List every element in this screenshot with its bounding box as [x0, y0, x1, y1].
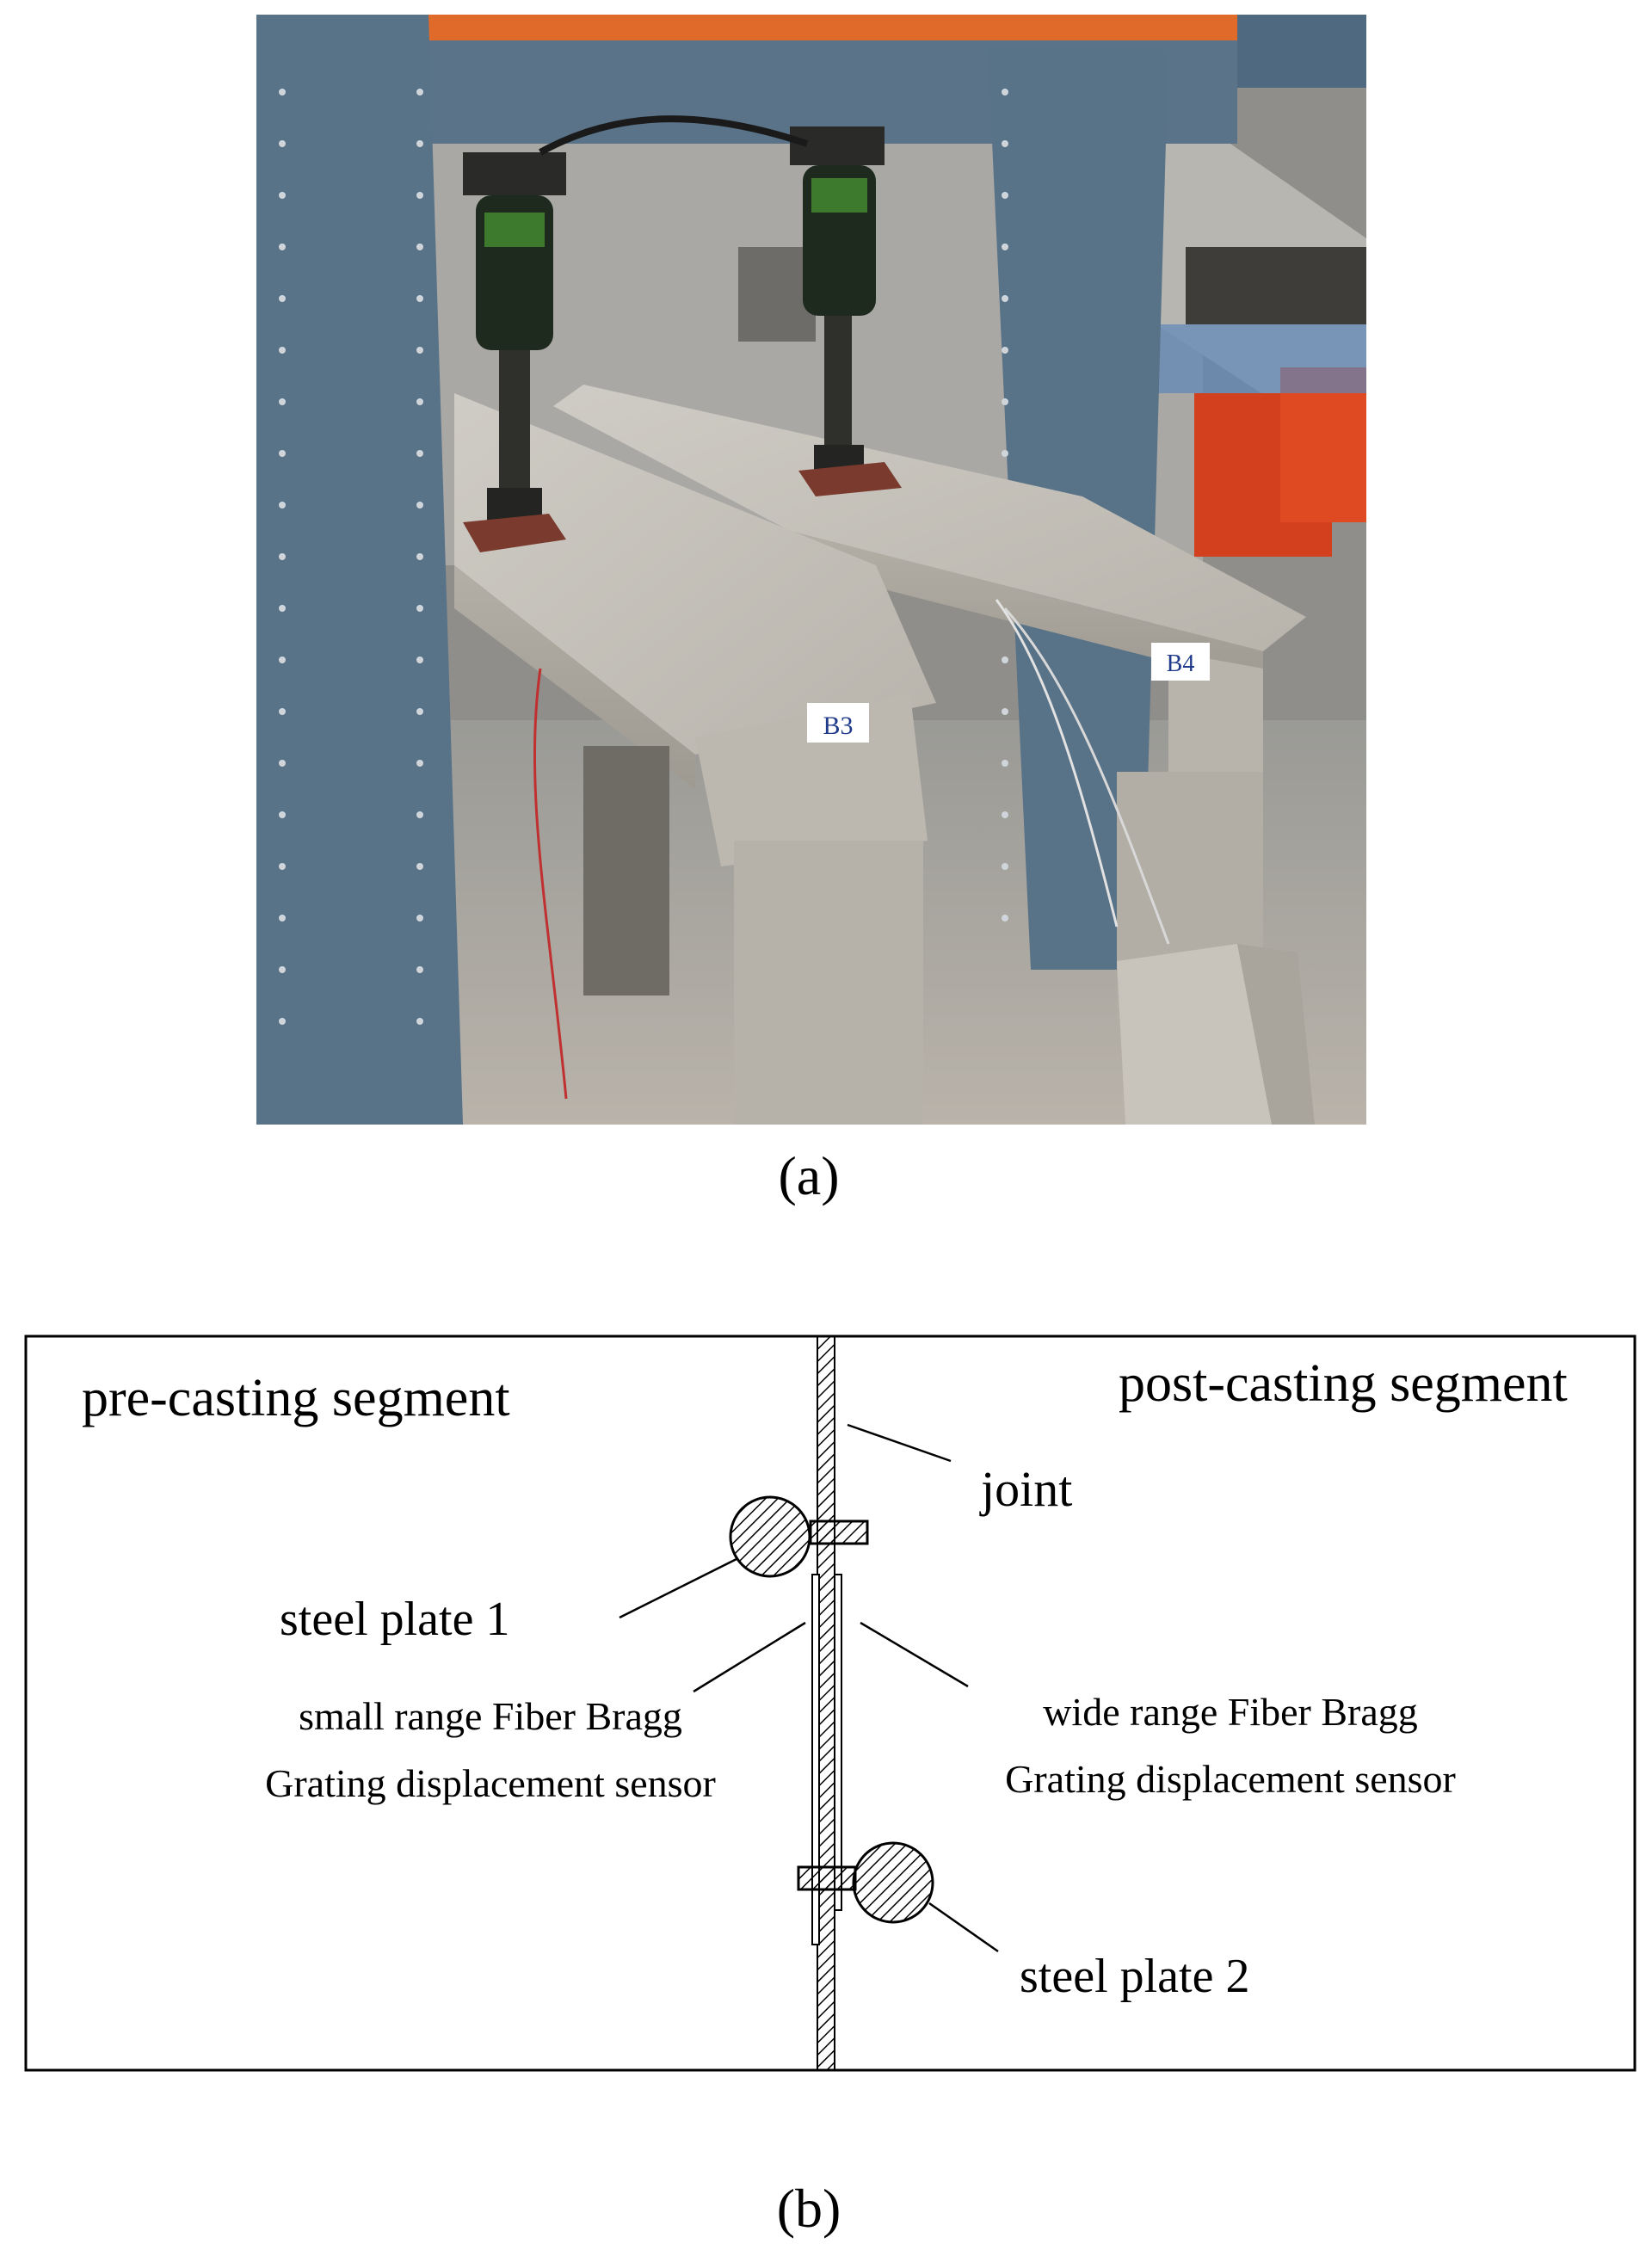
- actuator-1-green: [484, 213, 545, 247]
- label-small-range-2: Grating displacement sensor: [265, 1761, 716, 1805]
- label-joint: joint: [979, 1461, 1072, 1517]
- beam-b3-side: [454, 565, 695, 789]
- column-holes-left: [274, 49, 291, 1064]
- steel-plate-1-bracket: [809, 1519, 869, 1545]
- load-plate-2: [798, 462, 902, 496]
- label-wide-range-1: wide range Fiber Bragg: [1043, 1690, 1418, 1734]
- actuator-1-head: [463, 152, 566, 195]
- steel-plate-2-leader: [928, 1902, 999, 1953]
- beam-label-b3: B3: [823, 712, 853, 740]
- sensor-wires-2: [1003, 607, 1170, 945]
- beam-b4-end: [1168, 651, 1263, 789]
- steel-plate-2-bracket: [797, 1865, 857, 1891]
- caption-a: (a): [778, 1145, 840, 1206]
- caption-b: (b): [776, 2178, 841, 2239]
- steel-plate-2-circle: [852, 1841, 934, 1924]
- tarp: [1151, 324, 1366, 393]
- steel-plate-1-leader: [619, 1557, 737, 1619]
- actuator-1-rod: [499, 350, 530, 488]
- b3-support: [734, 841, 923, 1125]
- load-plate-1: [463, 514, 566, 552]
- hydraulic-hose: [539, 115, 809, 156]
- joint-leader: [847, 1423, 952, 1463]
- red-wire: [533, 668, 568, 1100]
- stacked-slabs: [1117, 944, 1272, 1125]
- beam-b3-end: [695, 694, 928, 866]
- test-setup-photo: B3 B4: [256, 15, 1366, 1125]
- sensor-wires: [995, 599, 1119, 928]
- label-post-casting: post-casting segment: [1119, 1354, 1568, 1413]
- label-small-range-1: small range Fiber Bragg: [299, 1694, 682, 1738]
- actuator-2-green: [811, 178, 867, 213]
- wide-range-sensor-rod: [834, 1574, 842, 1911]
- stacked-slabs-side: [1237, 944, 1315, 1125]
- beam-label-b4-tag: [1151, 643, 1210, 681]
- b3-back-support: [583, 746, 669, 995]
- orange-crossbeam: [394, 15, 1237, 40]
- beam-b3-top: [454, 393, 936, 755]
- beam-b4-top: [553, 385, 1306, 651]
- small-range-sensor-rod: [811, 1574, 820, 1945]
- beam-b4-side: [790, 531, 1263, 686]
- bench: [1186, 247, 1366, 324]
- label-wide-range-2: Grating displacement sensor: [1005, 1757, 1456, 1801]
- label-steel-plate-2: steel plate 2: [1020, 1950, 1249, 2003]
- beam-label-b3-tag: [807, 703, 869, 743]
- beam-label-b4: B4: [1167, 650, 1195, 677]
- joint-sensor-schematic: pre-casting segment post-casting segment…: [24, 1334, 1637, 2072]
- steel-plate-1-circle: [729, 1495, 811, 1578]
- small-range-leader: [693, 1621, 806, 1693]
- column-holes-left-2: [407, 49, 424, 1064]
- wide-range-leader: [860, 1621, 969, 1688]
- label-steel-plate-1: steel plate 1: [280, 1593, 509, 1646]
- actuator-2-rod: [824, 316, 852, 445]
- label-pre-casting: pre-casting segment: [82, 1369, 510, 1427]
